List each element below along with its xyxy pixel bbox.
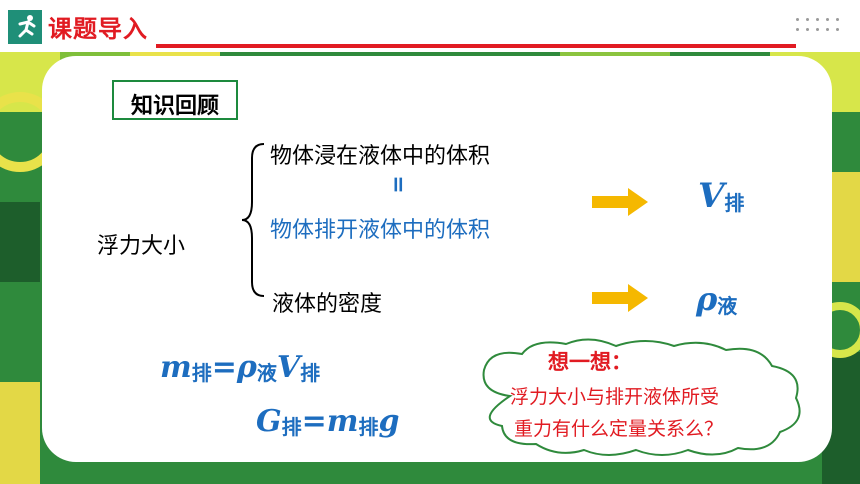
v-subscript: 排 [724,191,745,215]
volume-displaced-text: 物体排开液体中的体积 [270,218,491,243]
arrow-right-icon [592,188,648,216]
v-symbol: V [698,176,725,216]
rho-subscript: 液 [717,294,738,318]
formula-g: G [256,404,282,439]
formula-equals: = [211,350,237,385]
rho-symbol: ρ [696,280,718,318]
header-bar: 课题导入 [0,0,860,48]
thought-cloud-icon [482,338,801,456]
decor-square [0,382,40,484]
buoyancy-magnitude-label: 浮力大小 [97,234,186,259]
arrow-right-icon [592,284,648,312]
mass-formula: m排=ρ液V排 [160,350,320,386]
formula-gravity-g: g [378,404,400,439]
liquid-density-symbol: ρ液 [696,280,737,319]
header-title: 课题导入 [48,15,148,43]
formula-v-sub: 排 [300,361,321,385]
decor-square [0,202,40,282]
formula-m-sub: 排 [358,415,379,439]
header-underline [156,44,796,48]
think-line-1: 浮力大小与排开液体所受 [510,386,720,408]
knowledge-review-label: 知识回顾 [130,94,219,119]
formula-equals: = [301,404,327,439]
weight-formula: G排=m排g [256,404,400,440]
volume-immersed-text: 物体浸在液体中的体积 [270,144,491,169]
left-brace-icon [241,143,265,297]
formula-m: m [160,350,192,385]
formula-rho-sub: 液 [256,361,277,385]
think-title: 想一想： [548,350,632,374]
formula-rho: ρ [236,350,257,385]
decorative-dots-icon [790,16,850,40]
formula-g-sub: 排 [281,415,302,439]
volume-displaced-symbol: V排 [698,176,744,216]
equals-sign: = [385,175,411,194]
formula-m: m [326,404,359,439]
runner-icon [8,10,42,44]
formula-m-sub: 排 [191,361,212,385]
formula-v: V [276,350,301,385]
liquid-density-text: 液体的密度 [272,292,383,317]
think-line-2: 重力有什么定量关系么？ [514,418,724,440]
knowledge-review-box: 知识回顾 [112,80,238,120]
